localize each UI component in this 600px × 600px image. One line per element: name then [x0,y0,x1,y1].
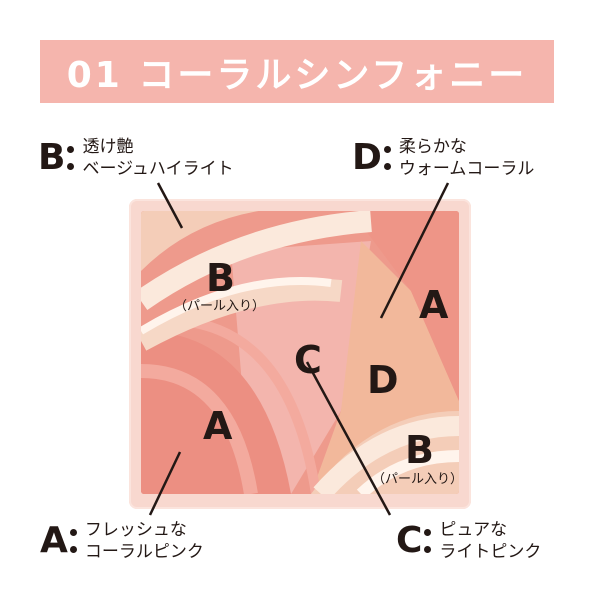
callout-letter: A [40,520,68,561]
callout-line1: フレッシュな [84,520,187,540]
region-letter: A [203,404,233,448]
callout-letter: D [352,137,382,178]
callout-a: A フレッシュな コーラルピンク [40,519,204,563]
colon-icon [424,529,432,553]
colon-icon [69,529,77,553]
title-banner: 01 コーラルシンフォニー [40,40,554,103]
callout-d: D 柔らかな ウォームコーラル [352,136,534,180]
callout-b: B 透け艶 ベージュハイライト [38,136,234,180]
callout-line2: ベージュハイライト [82,159,234,179]
callout-line1: ピュアな [439,520,508,540]
palette-pan: B （パール入り） A C D A B （パール入り） [141,211,459,494]
region-letter: A [419,283,449,327]
pearl-note: （パール入り） [174,299,266,314]
callout-letter: C [396,520,423,561]
region-letter: B [206,256,235,300]
callout-line2: ライトピンク [439,542,542,562]
pearl-note: （パール入り） [372,472,459,487]
callout-line2: コーラルピンク [84,542,204,562]
callout-line2: ウォームコーラル [398,159,535,179]
callout-c: C ピュアな ライトピンク [396,519,541,563]
region-letter: C [294,338,322,382]
callout-line1: 透け艶 [82,137,134,157]
blush-palette: B （パール入り） A C D A B （パール入り） [129,199,471,509]
region-letter: D [367,358,399,402]
colon-icon [67,146,75,170]
colon-icon [383,146,391,170]
callout-line1: 柔らかな [398,137,467,157]
region-letter: B [405,428,434,472]
banner-title: 01 コーラルシンフォニー [66,54,528,96]
callout-letter: B [38,137,66,178]
